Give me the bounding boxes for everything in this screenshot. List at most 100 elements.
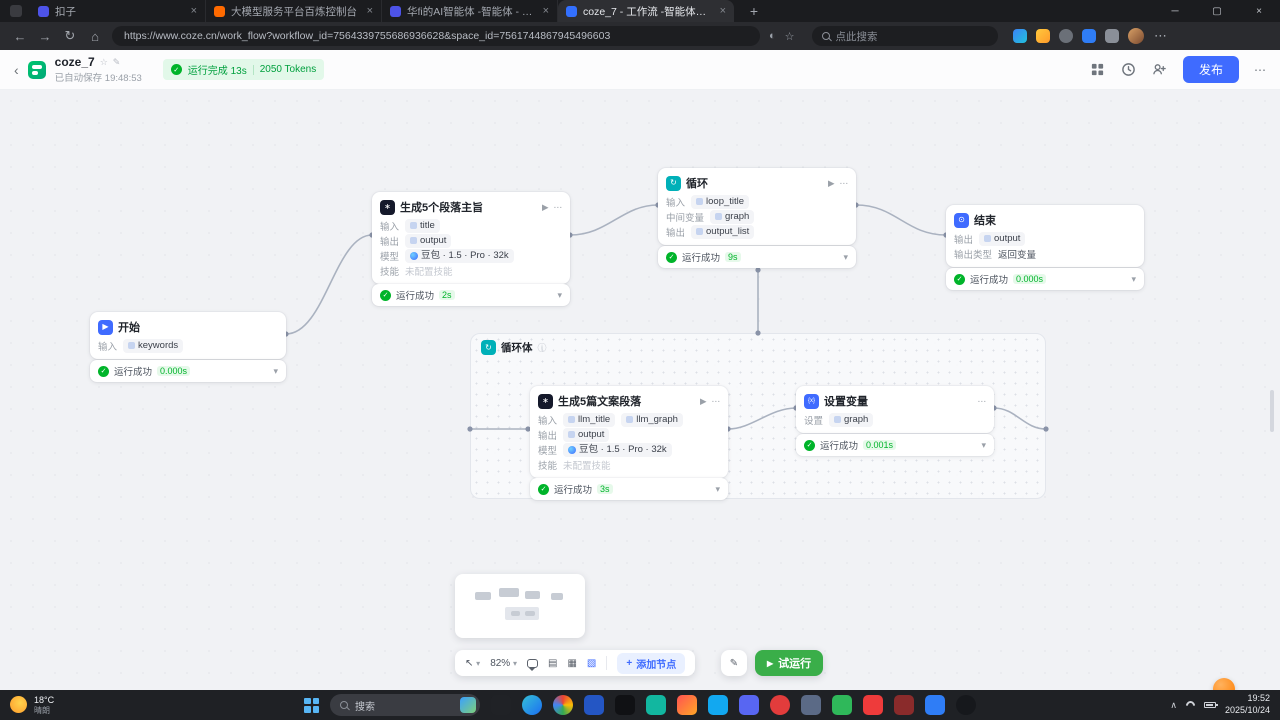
- battery-icon[interactable]: [1204, 702, 1216, 708]
- node-end[interactable]: ⊙ 结束 输出 output 输出类型 返回变量: [946, 205, 1144, 267]
- capcut-icon[interactable]: [491, 695, 511, 715]
- chevron-down-icon[interactable]: ▾: [843, 252, 848, 263]
- variable-chip[interactable]: llm_title: [563, 413, 615, 427]
- edge-icon[interactable]: [522, 695, 542, 715]
- node-more-icon[interactable]: ⋯: [712, 396, 721, 407]
- collapse-sidebar-icon[interactable]: ‹: [14, 62, 19, 78]
- taskbar-search[interactable]: 搜索: [330, 694, 480, 716]
- word-icon[interactable]: [584, 695, 604, 715]
- node-llm-generate-titles[interactable]: ∗ 生成5个段落主旨 ▶ ⋯ 输入 title 输出 output 模型 豆包 …: [372, 192, 570, 284]
- clock-widget[interactable]: 19:52 2025/10/24: [1225, 693, 1270, 716]
- wechat-icon[interactable]: [832, 695, 852, 715]
- variable-chip[interactable]: loop_title: [691, 195, 749, 209]
- minimize-button[interactable]: ─: [1154, 0, 1196, 22]
- chevron-down-icon[interactable]: ▾: [273, 366, 278, 377]
- variable-chip[interactable]: output: [405, 234, 451, 248]
- collaborate-icon[interactable]: [1152, 62, 1168, 78]
- extension-icon[interactable]: [1036, 29, 1050, 43]
- back-icon[interactable]: ←: [12, 29, 28, 44]
- run-result-badge[interactable]: ✓ 运行完成 13s 2050 Tokens: [163, 59, 324, 80]
- favorite-icon[interactable]: ☆: [100, 57, 108, 68]
- forward-icon[interactable]: →: [37, 29, 53, 44]
- model-chip[interactable]: 豆包 · 1.5 · Pro · 32k: [405, 249, 514, 263]
- browser-menu-icon[interactable]: ⋯: [1153, 28, 1169, 44]
- chevron-down-icon[interactable]: ▾: [1131, 274, 1136, 285]
- minimap-toggle-icon[interactable]: ▧: [587, 658, 596, 669]
- zoom-control[interactable]: 82% ▾: [490, 658, 517, 669]
- model-chip[interactable]: 豆包 · 1.5 · Pro · 32k: [563, 443, 672, 457]
- annotate-tool[interactable]: ✎: [721, 650, 747, 676]
- run-status-end[interactable]: ✓ 运行成功 0.000s ▾: [946, 268, 1144, 290]
- home-icon[interactable]: ⌂: [87, 29, 103, 44]
- node-loop[interactable]: ↻ 循环 ▶ ⋯ 输入 loop_title 中间变量 graph 输出 out…: [658, 168, 856, 245]
- variable-chip[interactable]: graph: [710, 210, 754, 224]
- start-button[interactable]: [304, 698, 319, 713]
- github-icon[interactable]: [956, 695, 976, 715]
- extensions-puzzle-icon[interactable]: [1105, 29, 1119, 43]
- history-icon[interactable]: [1121, 62, 1137, 78]
- comment-icon[interactable]: [527, 659, 538, 668]
- tab-close-icon[interactable]: ×: [720, 5, 726, 17]
- browser-tab-active[interactable]: coze_7 - 工作流 -智能体平台 ×: [558, 0, 734, 22]
- url-input[interactable]: https://www.coze.cn/work_flow?workflow_i…: [112, 26, 760, 46]
- run-status-setvar[interactable]: ✓ 运行成功 0.001s ▾: [796, 434, 994, 456]
- zhihu-icon[interactable]: [801, 695, 821, 715]
- baidu-netdisk-icon[interactable]: [739, 695, 759, 715]
- new-tab-button[interactable]: +: [744, 3, 764, 19]
- netease-music-icon[interactable]: [770, 695, 790, 715]
- run-status-start[interactable]: ✓ 运行成功 0.000s ▾: [90, 360, 286, 382]
- layout-icon[interactable]: [1090, 62, 1106, 78]
- edit-title-icon[interactable]: ✎: [113, 57, 121, 68]
- browser-tab-1[interactable]: 扣子 ×: [30, 0, 206, 22]
- browser-tab-2[interactable]: 大模型服务平台百炼控制台 ×: [206, 0, 382, 22]
- variable-chip[interactable]: llm_graph: [621, 413, 683, 427]
- bookmark-star-icon[interactable]: ☆: [785, 30, 795, 43]
- variable-chip[interactable]: keywords: [123, 339, 183, 353]
- align-tool-icon[interactable]: ▦: [567, 658, 576, 669]
- extension-icon[interactable]: [1013, 29, 1027, 43]
- node-llm-generate-paragraphs[interactable]: ∗ 生成5篇文案段落 ▶ ⋯ 输入 llm_title llm_graph 输出…: [530, 386, 728, 478]
- variable-chip[interactable]: graph: [829, 413, 873, 427]
- browser-tab-3[interactable]: 华fi的AI智能体 -智能体 - 扣子 ×: [382, 0, 558, 22]
- qq-icon[interactable]: [708, 695, 728, 715]
- hidden-icons-chevron[interactable]: ∧: [1170, 700, 1177, 711]
- mumu-icon[interactable]: [894, 695, 914, 715]
- reader-mode-icon[interactable]: ◐: [769, 30, 776, 42]
- layout-tool-icon[interactable]: ▤: [548, 658, 557, 669]
- profile-avatar[interactable]: [1128, 28, 1144, 44]
- qq-music-icon[interactable]: [863, 695, 883, 715]
- node-run-icon[interactable]: ▶: [700, 396, 707, 407]
- variable-chip[interactable]: output: [563, 428, 609, 442]
- wifi-icon[interactable]: [1184, 699, 1197, 712]
- close-button[interactable]: ×: [1238, 0, 1280, 22]
- refresh-icon[interactable]: ↻: [62, 28, 78, 44]
- chevron-down-icon[interactable]: ▾: [715, 484, 720, 495]
- tab-close-icon[interactable]: ×: [543, 5, 549, 17]
- test-run-button[interactable]: ▶ 试运行: [755, 650, 823, 676]
- header-more-icon[interactable]: ⋯: [1254, 63, 1266, 77]
- add-node-button[interactable]: +添加节点: [617, 653, 685, 674]
- workspace-icon[interactable]: [10, 5, 22, 17]
- variable-chip[interactable]: output: [979, 232, 1025, 246]
- browser-search-box[interactable]: 点此搜索: [812, 26, 998, 46]
- assistant-floating-button[interactable]: [1213, 678, 1235, 690]
- extension-icon[interactable]: [1082, 29, 1096, 43]
- info-icon[interactable]: ⓘ: [538, 341, 547, 354]
- maximize-button[interactable]: ▢: [1196, 0, 1238, 22]
- variable-chip[interactable]: title: [405, 219, 440, 233]
- pointer-tool[interactable]: ↖ ▾: [465, 658, 480, 669]
- chevron-down-icon[interactable]: ▾: [981, 440, 986, 451]
- x-app-icon[interactable]: [615, 695, 635, 715]
- node-more-icon[interactable]: ⋯: [840, 178, 849, 189]
- tab-close-icon[interactable]: ×: [367, 5, 373, 17]
- variable-chip[interactable]: output_list: [691, 225, 754, 239]
- node-run-icon[interactable]: ▶: [542, 202, 549, 213]
- node-start[interactable]: ▶ 开始 输入 keywords: [90, 312, 286, 359]
- run-status-loop[interactable]: ✓ 运行成功 9s ▾: [658, 246, 856, 268]
- workflow-canvas[interactable]: ↻ 循环体 ⓘ: [0, 90, 1280, 690]
- extension-icon[interactable]: [1059, 29, 1073, 43]
- node-run-icon[interactable]: ▶: [828, 178, 835, 189]
- weather-widget[interactable]: 18°C 晴朗: [10, 695, 160, 715]
- chrome-icon[interactable]: [553, 695, 573, 715]
- dingtalk-icon[interactable]: [646, 695, 666, 715]
